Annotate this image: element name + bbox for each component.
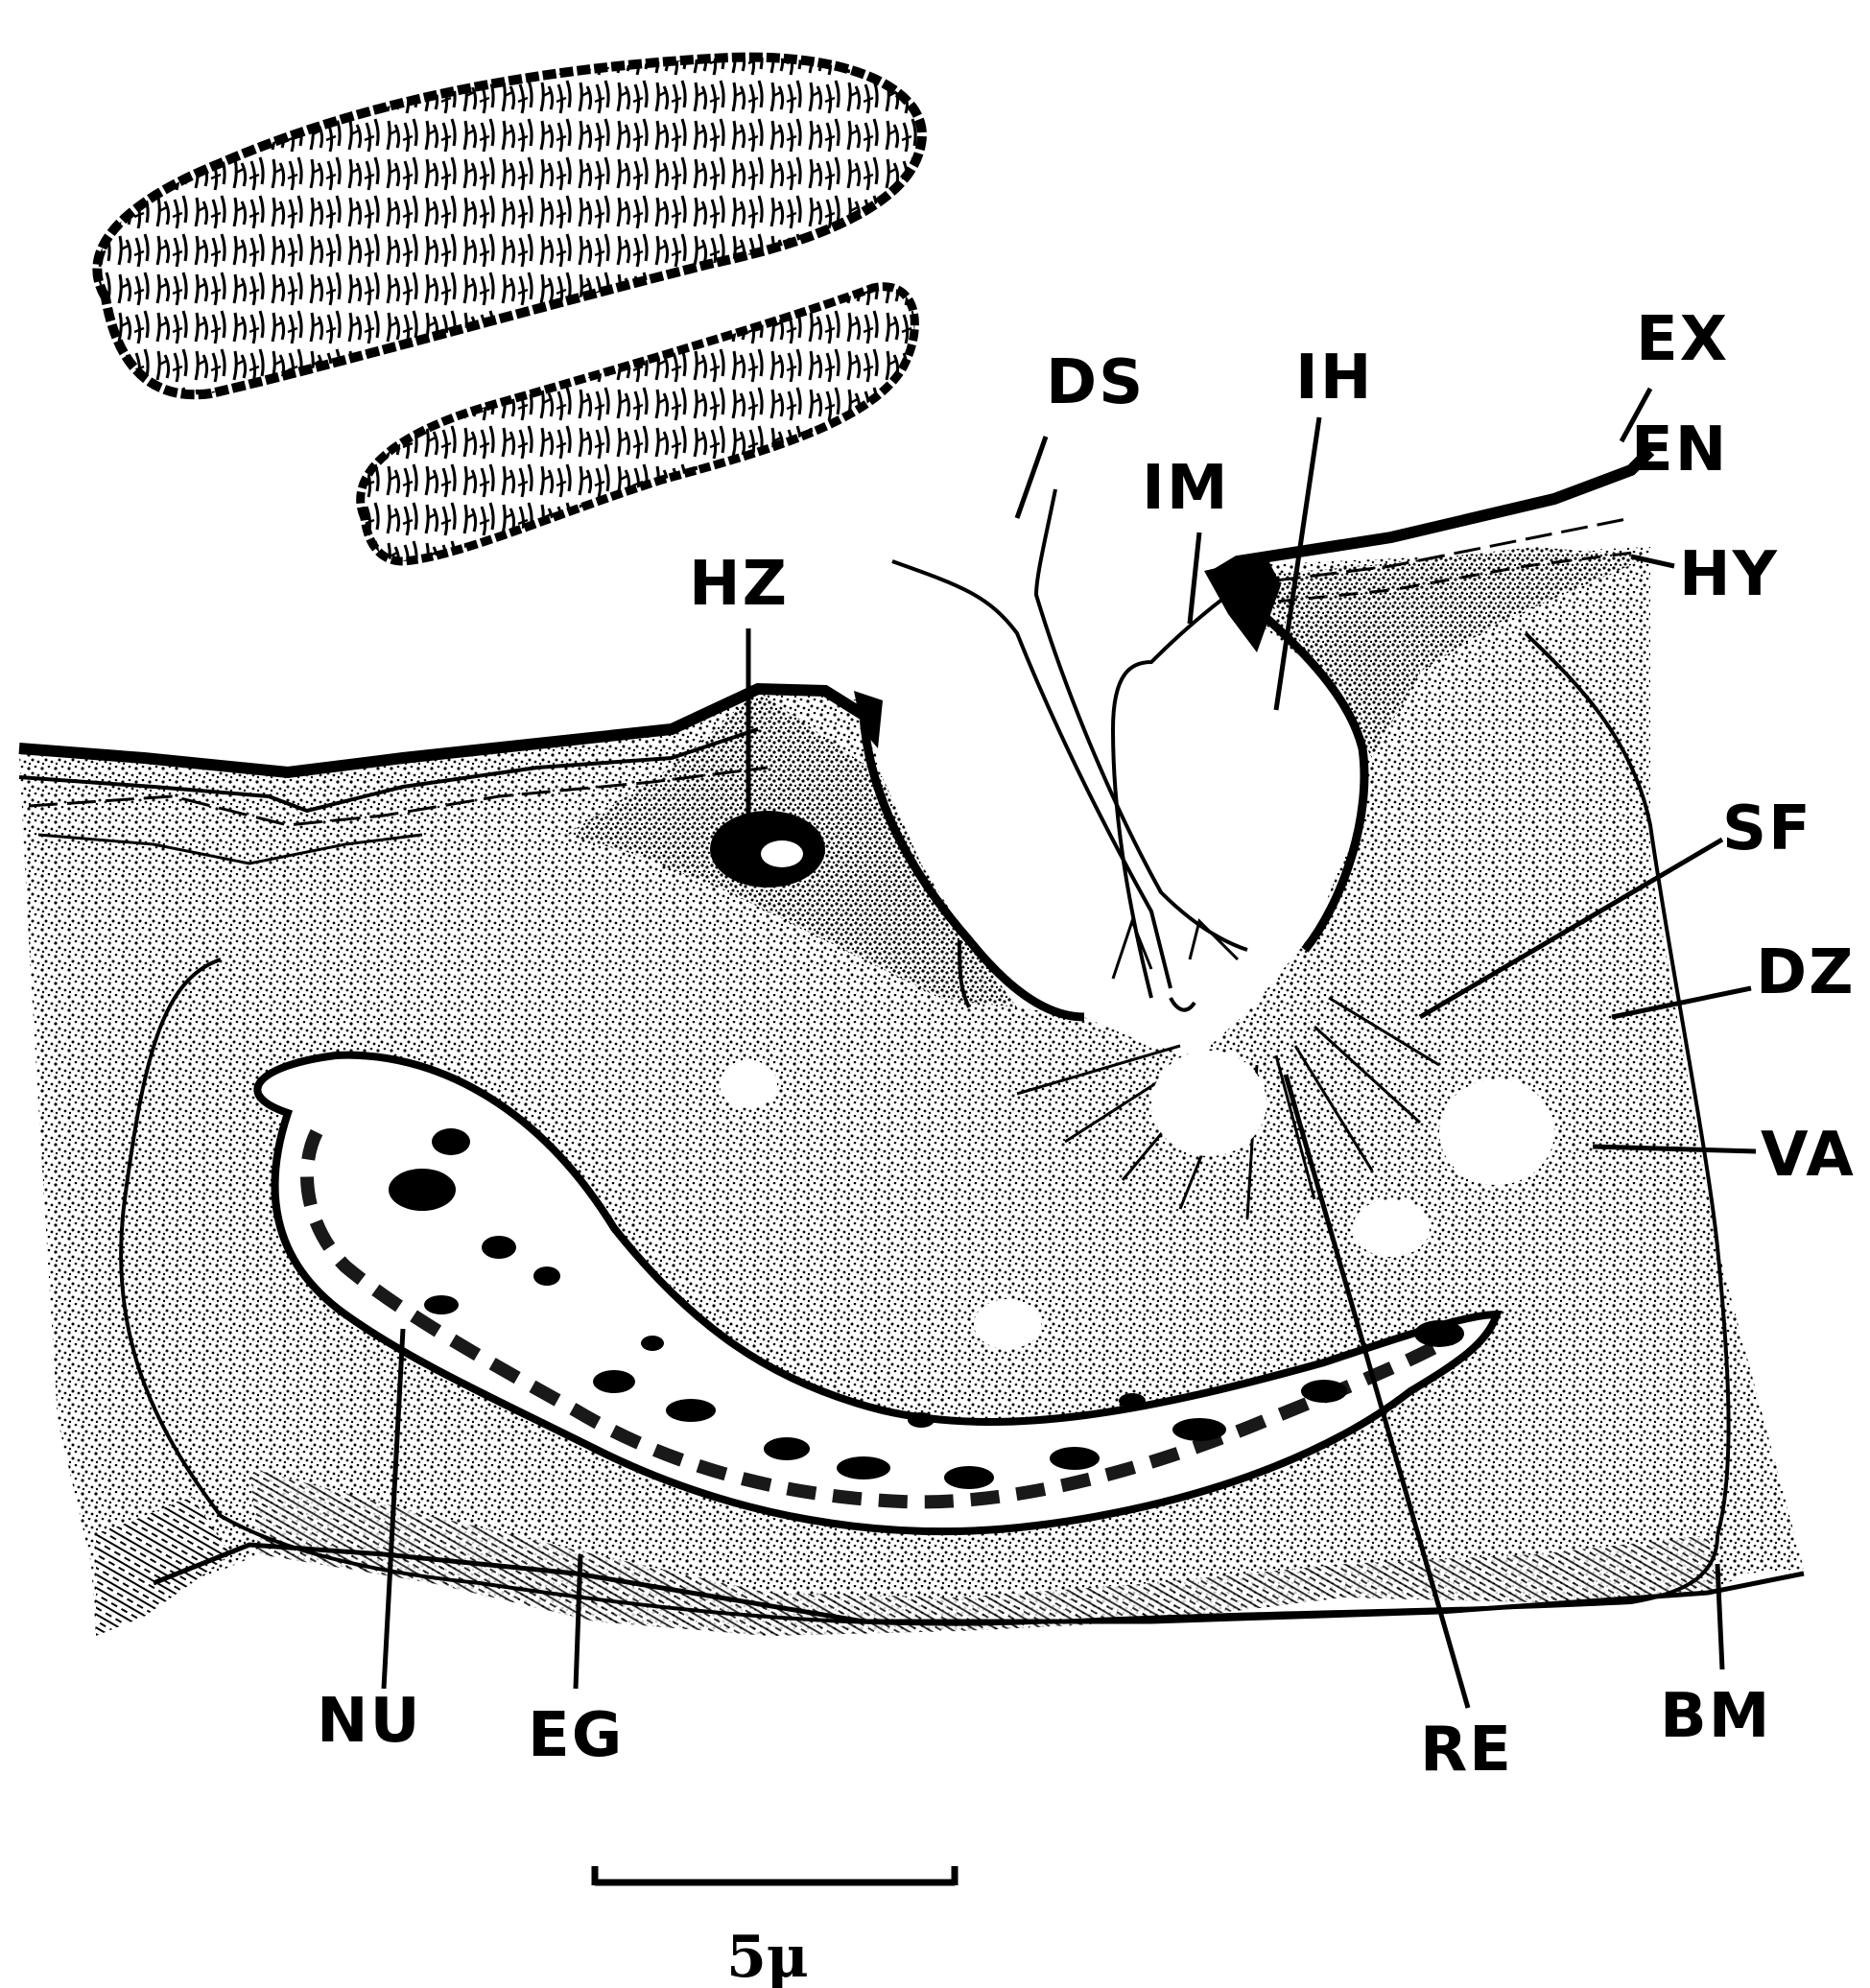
label-ih: IH [1295, 343, 1373, 414]
leader-en [1554, 470, 1631, 499]
label-en: EN [1631, 414, 1728, 485]
label-ex: EX [1636, 304, 1729, 375]
label-ds: DS [1046, 347, 1145, 418]
label-bm: BM [1660, 1681, 1771, 1752]
label-nu: NU [317, 1686, 422, 1757]
label-hz: HZ [689, 549, 789, 620]
scale-bar: 5μ [595, 1866, 955, 1988]
hz-body [710, 811, 825, 888]
label-sf: SF [1722, 793, 1812, 864]
scale-bar-label: 5μ [726, 1924, 809, 1988]
label-re: RE [1420, 1715, 1513, 1786]
label-hy: HY [1679, 539, 1779, 610]
label-im: IM [1142, 453, 1230, 524]
label-va: VA [1761, 1120, 1856, 1191]
label-eg: EG [528, 1700, 624, 1771]
label-dz: DZ [1756, 937, 1856, 1008]
leader-ds [1017, 437, 1046, 518]
